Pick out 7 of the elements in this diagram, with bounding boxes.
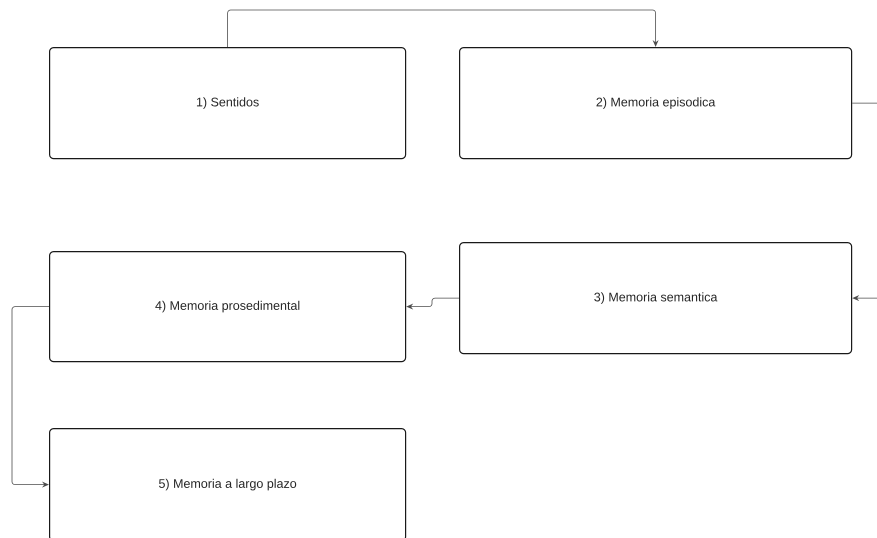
process-box: 3) Memoria semantica	[459, 242, 852, 354]
process-box: 5) Memoria a largo plazo	[49, 428, 406, 538]
arrow	[852, 102, 877, 302]
process-box: 2) Memoria episodica	[459, 47, 852, 160]
process-box: 4) Memoria prosedimental	[49, 251, 406, 362]
process-box: 1) Sentidos	[49, 47, 406, 160]
arrow	[227, 10, 659, 48]
